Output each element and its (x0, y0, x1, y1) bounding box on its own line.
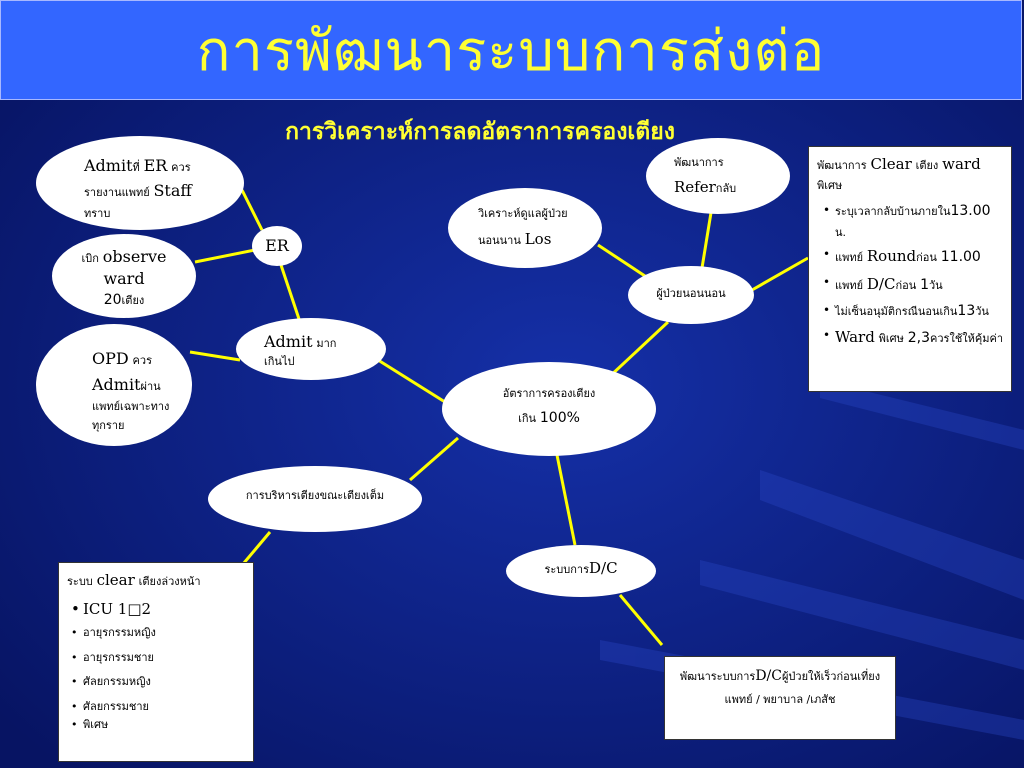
box-clear-beds-heading: ระบบ clear เตียงล่วงหน้า (67, 571, 201, 589)
list-item: ศัลยกรรมหญิง (71, 674, 249, 691)
list-item: Ward พิเศษ 2,3ควรใช้ให้คุ้มค่า (823, 326, 1007, 350)
link-bed-mgmt-to-occupancy (409, 436, 459, 482)
list-item: แพทย์ D/Cก่อน 1วัน (823, 273, 1007, 297)
link-admit-er-to-er (240, 189, 264, 231)
box-clear-special-ward: พัฒนาการ Clear เตียง ward พิเศษ ระบุเวลา… (808, 146, 1012, 392)
list-item: พิเศษ (71, 717, 249, 734)
node-observe-ward: เบิก observe ward 20เตียง (52, 234, 196, 318)
title-bar: การพัฒนาระบบการส่งต่อ (0, 0, 1022, 100)
link-opd-to-admit-many (189, 350, 241, 362)
link-long-stay-to-clear-ward (751, 256, 809, 292)
link-occupancy-to-long-stay (606, 320, 670, 380)
link-los-to-long-stay (597, 243, 649, 280)
link-observe-to-er (194, 248, 256, 264)
box-clear-beds-advance: ระบบ clear เตียงล่วงหน้า ICU 1□2 อายุรกร… (58, 562, 254, 762)
diagram-subtitle: การวิเคราะห์การลดอัตราการครองเตียง (285, 119, 675, 145)
list-item: ICU 1□2 (71, 598, 249, 621)
box-clear-special-ward-heading: พัฒนาการ Clear เตียง ward พิเศษ (817, 155, 981, 193)
list-item: อายุรกรรมชาย (71, 650, 249, 667)
list-item: อายุรกรรมหญิง (71, 625, 249, 642)
node-er: ER (252, 226, 302, 266)
list-item: ระบุเวลากลับบ้านภายใน13.00 น. (823, 201, 1007, 241)
node-admit-er-report: Admitที่ ER ควร รายงานแพทย์ Staff ทราบ (36, 136, 244, 230)
list-item: ศัลยกรรมชาย (71, 699, 249, 716)
page-title: การพัฒนาระบบการส่งต่อ (196, 18, 826, 84)
box-dc-development: พัฒนาระบบการD/Cผู้ป่วยให้เร็วก่อนเที่ยง … (664, 656, 896, 740)
node-dc-system: ระบบการD/C (506, 545, 656, 597)
link-dc-to-dc-dev (618, 594, 664, 646)
list-item: ไม่เซ็นอนุมัติกรณีนอนเกิน13วัน (823, 301, 1007, 323)
node-los-analysis: วิเคราะห์ดูแลผู้ป่วย นอนนาน Los (448, 188, 602, 268)
link-occupancy-to-dc (555, 454, 577, 546)
node-admit-too-many: Admit มาก เกินไป (236, 318, 386, 380)
node-refer-back: พัฒนาการ Referกลับ (646, 138, 790, 214)
list-item: แพทย์ Roundก่อน 11.00 (823, 245, 1007, 269)
link-admit-many-to-occupancy (369, 353, 446, 404)
node-opd-admit: OPD ควร Admitผ่าน แพทย์เฉพาะทาง ทุกราย (36, 324, 192, 446)
link-er-to-admit-many (278, 261, 302, 323)
node-long-stay-patients: ผู้ป่วยนอนนอน (628, 266, 754, 324)
node-bed-occupancy: อัตราการครองเตียง เกิน 100% (442, 362, 656, 456)
node-bed-management: การบริหารเตียงขณะเตียงเต็ม (208, 466, 422, 532)
